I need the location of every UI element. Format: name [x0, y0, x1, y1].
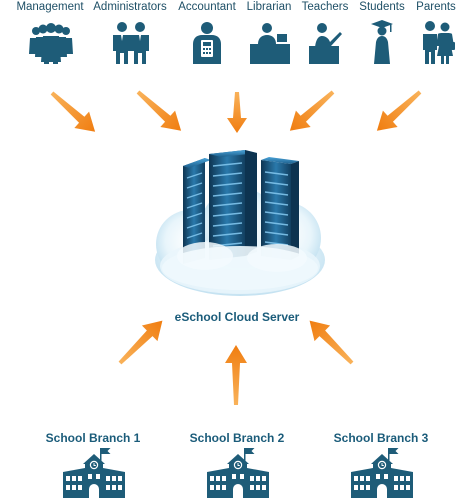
group-icon — [26, 20, 76, 64]
role-label-accountant: Accountant — [178, 1, 236, 13]
role-label-teachers: Teachers — [301, 1, 349, 13]
arrow-branch-1 — [118, 320, 163, 365]
graduate-icon — [369, 20, 395, 64]
school-building-icon — [207, 448, 269, 498]
arrow-librarian — [289, 90, 335, 131]
school-building-icon — [63, 448, 125, 498]
branch-label-1: School Branch 1 — [45, 431, 141, 445]
branch-label-3: School Branch 3 — [333, 431, 429, 445]
role-label-librarian: Librarian — [246, 1, 292, 13]
accountant-icon — [190, 20, 224, 64]
arrow-accountant — [227, 92, 247, 133]
arrow-management — [50, 91, 96, 132]
arrow-branch-2 — [225, 345, 247, 405]
branch-label-2: School Branch 2 — [189, 431, 285, 445]
librarian-icon — [248, 20, 292, 64]
role-label-administrators: Administrators — [93, 1, 167, 13]
server-label: eSchool Cloud Server — [174, 310, 300, 324]
cloud-server-icon — [145, 148, 335, 303]
arrow-students — [376, 90, 422, 131]
teacher-icon — [307, 20, 347, 64]
administrators-icon — [110, 20, 152, 64]
role-label-parents: Parents — [416, 1, 456, 13]
arrow-administrators — [136, 90, 182, 131]
arrow-branch-3 — [309, 320, 354, 365]
school-building-icon — [351, 448, 413, 498]
parents-icon — [418, 20, 456, 64]
role-label-students: Students — [359, 1, 405, 13]
role-label-management: Management — [16, 1, 84, 13]
